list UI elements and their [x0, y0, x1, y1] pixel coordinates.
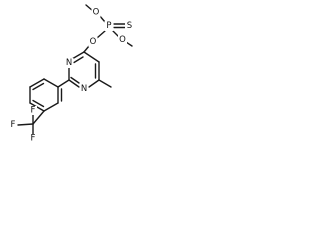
- ring-bond-n1-c2-inner: [70, 76, 80, 84]
- phenyl-bond-6: [43, 78, 59, 88]
- atom-o-methoxy-right: O: [119, 35, 126, 45]
- bond-p-o-ester: [96, 30, 106, 39]
- phenyl-bond-3-inner: [32, 99, 45, 108]
- atom-phosphorus: P: [106, 21, 111, 31]
- ring-bond-n3-c4: [71, 51, 85, 60]
- bond-o-ester-ring: [83, 45, 90, 53]
- ring-bond-c4-c5: [83, 51, 100, 63]
- bond-pyrimidine-phenyl: [57, 79, 70, 88]
- phenyl-bond-5: [29, 78, 45, 88]
- atom-f-top: F: [31, 106, 36, 116]
- atom-o-ester: O: [90, 37, 97, 47]
- atom-sulfur: S: [127, 21, 132, 31]
- ring-bond-n1-c2: [68, 79, 80, 88]
- atom-f-left: F: [11, 120, 16, 130]
- phenyl-bond-2: [43, 102, 59, 112]
- ring-bond-n3-c4-inner: [73, 56, 84, 64]
- chemical-structure-diagram: O P S O O N N F F F: [9, 4, 134, 144]
- pyrimidine-ring: [68, 51, 112, 88]
- ring-bond-c6-n1: [88, 79, 100, 88]
- atom-f-bottom: F: [31, 134, 36, 144]
- atom-labels: O P S O O N N F F F: [9, 7, 134, 144]
- atom-n-ring-upper: N: [66, 58, 72, 68]
- atom-o-methoxy-left: O: [93, 8, 100, 18]
- phenyl-bond-5-inner: [32, 82, 45, 91]
- bond-c-f-left: [17, 123, 34, 126]
- bond-phenyl-cf3: [32, 110, 45, 125]
- trifluoromethyl-group: [17, 110, 45, 135]
- bond-c6-methyl: [98, 79, 112, 88]
- atom-n-ring-lower: N: [81, 84, 87, 94]
